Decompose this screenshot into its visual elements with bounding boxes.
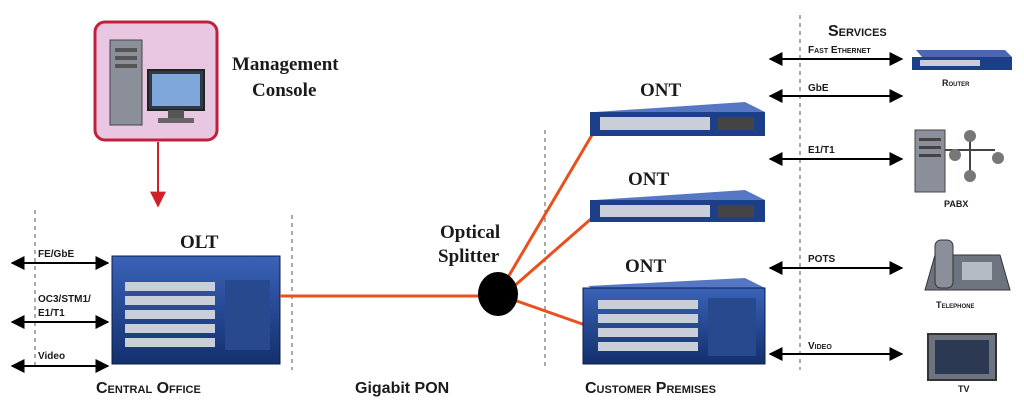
computer-icon: [109, 39, 205, 126]
router-icon: [912, 50, 1012, 70]
gigabit-pon-title: Gigabit PON: [355, 380, 449, 397]
customer-premises-title: Customer Premises: [585, 380, 716, 397]
service-pots-label: POTS: [808, 254, 836, 265]
fiber-splitter-ont-2: [511, 216, 593, 290]
ont-3-equipment: [582, 278, 766, 365]
telephone-label: Telephone: [936, 300, 975, 310]
pabx-icon: [914, 129, 1004, 193]
central-office-title: Central Office: [96, 380, 201, 397]
splitter-label-2: Splitter: [438, 246, 500, 267]
pabx-label: PABX: [944, 199, 968, 209]
olt-equipment: [111, 255, 281, 365]
service-gbe-label: GbE: [808, 83, 829, 94]
splitter-label-1: Optical: [440, 222, 500, 243]
service-video-label: Video: [808, 341, 832, 352]
ont-1-equipment: [590, 102, 765, 136]
optical-splitter: [478, 272, 518, 316]
ont-1-label: ONT: [640, 80, 682, 101]
router-label: Router: [942, 78, 970, 88]
olt-if-oc3-stm1: OC3/STM1/: [38, 294, 91, 305]
olt-if-fe-gbe: FE/GbE: [38, 249, 74, 260]
management-console: [93, 20, 219, 142]
olt-if-video: Video: [38, 351, 65, 362]
service-e1-t1-label: E1/T1: [808, 145, 835, 156]
olt-if-e1-t1: E1/T1: [38, 308, 65, 319]
ont-2-label: ONT: [628, 169, 670, 190]
tv-icon: [927, 333, 997, 381]
ont-2-equipment: [590, 190, 765, 222]
fiber-splitter-ont-1: [502, 134, 594, 285]
service-fast-ethernet-label: Fast Ethernet: [808, 45, 871, 56]
telephone-icon: [924, 239, 1011, 291]
services-title: Services: [828, 23, 887, 40]
ont-3-label: ONT: [625, 256, 667, 277]
management-label-1: Management: [232, 54, 339, 75]
fiber-splitter-ont-3: [513, 298, 589, 328]
management-label-2: Console: [252, 80, 316, 101]
olt-label: OLT: [180, 232, 219, 253]
tv-label: TV: [958, 384, 970, 394]
